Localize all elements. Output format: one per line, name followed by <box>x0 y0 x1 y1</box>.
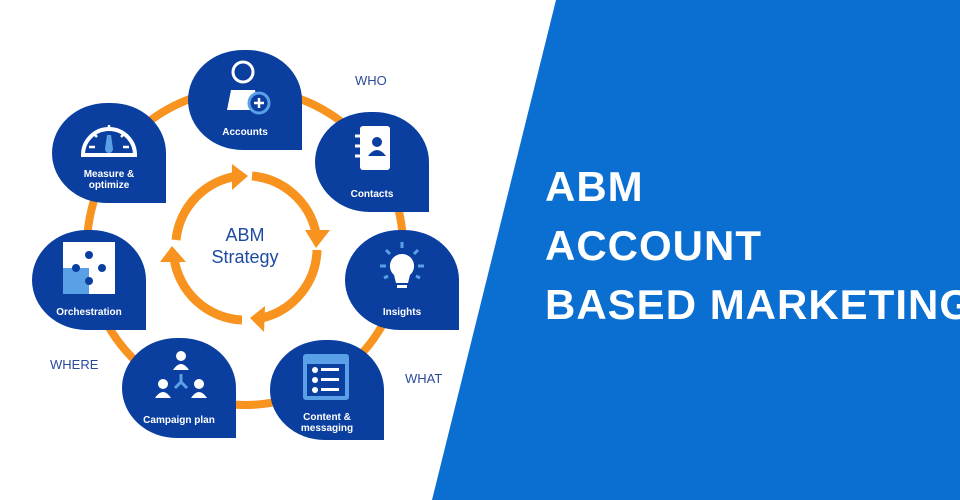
address-book-icon <box>355 126 390 170</box>
step-contacts: Contacts <box>315 112 429 212</box>
step-label: Accounts <box>222 127 268 138</box>
center-title: ABM Strategy <box>195 224 295 268</box>
step-label: Campaign plan <box>143 415 215 426</box>
step-label: Content & messaging <box>300 412 354 434</box>
arrow-head <box>305 230 330 248</box>
step-campaign: Campaign plan <box>122 338 236 438</box>
user-add-icon <box>227 60 271 115</box>
list-icon <box>303 354 349 400</box>
arrow-head <box>160 246 186 262</box>
what-label: WHAT <box>405 371 443 386</box>
step-measure: Measure & optimize <box>52 103 166 203</box>
step-label: Contacts <box>350 189 394 200</box>
step-label: Measure & optimize <box>83 169 135 191</box>
step-accounts: Accounts <box>188 50 302 150</box>
step-orchestration: Orchestration <box>32 230 146 330</box>
puzzle-icon <box>63 242 115 294</box>
headline-line1: ABM <box>545 163 644 210</box>
where-label: WHERE <box>50 357 99 372</box>
who-label: WHO <box>355 73 387 88</box>
arrow-head <box>232 164 248 190</box>
center-line2: Strategy <box>211 247 279 267</box>
headline-line2: ACCOUNT <box>545 222 762 269</box>
step-label: Insights <box>382 307 422 318</box>
headline-line3: BASED MARKETING <box>545 281 960 328</box>
step-insights: Insights <box>345 230 459 330</box>
team-icon <box>155 351 207 398</box>
center-line1: ABM <box>225 225 265 245</box>
lightbulb-icon <box>380 242 424 288</box>
arrow-head <box>250 306 265 332</box>
step-label: Orchestration <box>56 307 122 318</box>
gauge-icon <box>80 125 138 157</box>
cycle-arrows <box>169 171 322 325</box>
step-content: Content & messaging <box>270 340 384 440</box>
